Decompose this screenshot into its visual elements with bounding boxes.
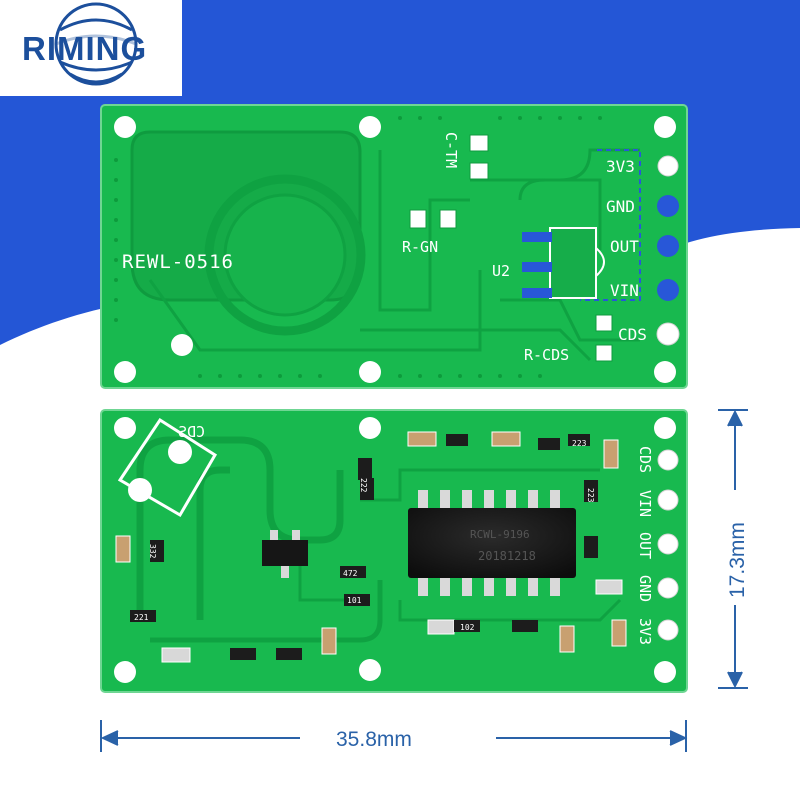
- brand-name: RIMING: [22, 30, 148, 67]
- pin-vin-label: VIN: [610, 281, 639, 300]
- dimension-width-label: 35.8mm: [336, 728, 412, 751]
- cds-silk-label: CDS: [178, 423, 205, 441]
- pin-3v3-bottom: 3V3: [636, 618, 654, 645]
- bottom-board: RCWL-9196 20181218: [100, 409, 688, 693]
- smd-code-1: 223: [572, 439, 587, 448]
- pin-cds-bottom: CDS: [636, 446, 654, 473]
- pin-cds-label: CDS: [618, 325, 647, 344]
- pin-vin-bottom: VIN: [636, 490, 654, 517]
- smd-code-6: 222: [359, 478, 368, 493]
- smd-code-9: 221: [134, 613, 149, 622]
- globe-logo-icon: [54, 2, 138, 86]
- pin-gnd-label: GND: [606, 197, 635, 216]
- label-r-gn: R-GN: [402, 238, 438, 256]
- smd-code-2: 102: [460, 623, 475, 632]
- top-board: REWL-0516 C-TM R-GN U2 R-CDS 3V3 GND OUT…: [100, 104, 688, 389]
- pin-out-label: OUT: [610, 237, 639, 256]
- dimension-height-label: 17.3mm: [726, 522, 749, 598]
- pin-out-bottom: OUT: [636, 532, 654, 559]
- smd-code-5: 332: [148, 544, 157, 559]
- label-u2: U2: [492, 262, 510, 280]
- smd-code-8: 472: [343, 569, 358, 578]
- model-label: REWL-0516: [122, 251, 234, 273]
- smd-components: [115, 431, 627, 663]
- dimension-height: [718, 409, 748, 689]
- chip-marking-line1: RCWL-9196: [470, 528, 530, 541]
- smd-code-7: 101: [347, 596, 362, 605]
- label-c-tm: C-TM: [442, 132, 460, 168]
- pin-3v3-label: 3V3: [606, 157, 635, 176]
- smd-code-4: 223: [586, 488, 595, 503]
- chip-marking-line2: 20181218: [478, 549, 536, 563]
- pin-gnd-bottom: GND: [636, 575, 654, 602]
- dimension-width: [100, 720, 688, 752]
- brand-logo: RIMING: [0, 0, 182, 96]
- label-r-cds: R-CDS: [524, 346, 569, 364]
